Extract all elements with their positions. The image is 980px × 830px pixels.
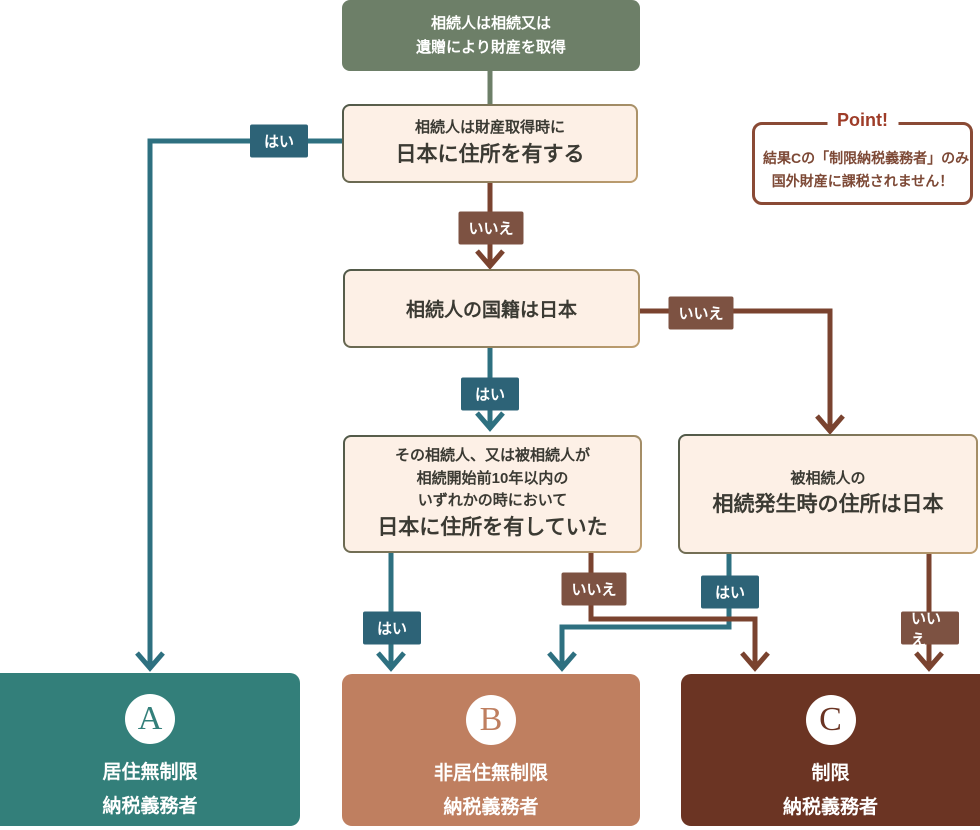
result-a-badge: A	[125, 694, 175, 744]
result-card-c: C 制限 納税義務者	[681, 674, 980, 826]
result-b-label: 非居住無制限 納税義務者	[433, 763, 548, 819]
edge-label-q3-no: いいえ	[561, 572, 627, 606]
edge-label-q1-yes: はい	[250, 124, 308, 158]
flow-node-q2: 相続人の国籍は日本	[343, 269, 640, 348]
q3-line: 相続開始前10年以内の	[416, 469, 569, 487]
result-a-label: 居住無制限 納税義務者	[102, 762, 198, 818]
flow-node-q3: その相続人、又は被相続人が 相続開始前10年以内の いずれかの時において 日本に…	[343, 435, 642, 553]
q4-line: 被相続人の	[790, 469, 866, 487]
edge-q1-yes-to-a-line	[135, 138, 342, 672]
q3-line: いずれかの時において	[417, 492, 568, 510]
edge-label-q2-no: いいえ	[668, 296, 734, 330]
q1-line: 相続人は財産取得時に	[414, 119, 565, 137]
result-card-b: B 非居住無制限 納税義務者	[342, 674, 640, 826]
edge-q4-no-to-c-line	[914, 554, 944, 672]
edge-label-q3-yes: はい	[363, 611, 421, 645]
start-line: 相続人は相続又は	[430, 15, 551, 33]
q3-line: 日本に住所を有していた	[377, 515, 608, 539]
result-b-letter: B	[479, 701, 503, 738]
point-callout: Point! 結果Cの「制限納税義務者」のみ 国外財産に課税されません！	[752, 110, 973, 205]
flow-node-q3-body: その相続人、又は被相続人が 相続開始前10年以内の いずれかの時において 日本に…	[345, 437, 640, 551]
result-card-a: A 居住無制限 納税義務者	[0, 673, 300, 826]
edge-q4-yes-to-b-line	[547, 554, 732, 672]
flow-node-q4-body: 被相続人の 相続発生時の住所は日本	[680, 436, 976, 552]
flow-node-q2-body: 相続人の国籍は日本	[345, 271, 638, 346]
edge-label-q4-no: いいえ	[901, 610, 959, 648]
flow-node-q1-body: 相続人は財産取得時に 日本に住所を有する	[344, 106, 636, 181]
edge-q3-no-to-c-line	[588, 553, 770, 672]
result-c-letter: C	[819, 701, 842, 738]
edge-label-q2-yes: はい	[461, 377, 519, 411]
point-text-line: 結果Cの「制限納税義務者」のみ	[763, 150, 970, 166]
q2-line: 相続人の国籍は日本	[405, 300, 577, 321]
edge-label-q1-no: いいえ	[458, 211, 524, 245]
flow-node-start: 相続人は相続又は 遺贈により財産を取得	[342, 0, 640, 71]
flow-node-q1: 相続人は財産取得時に 日本に住所を有する	[342, 104, 638, 183]
result-a-letter: A	[137, 700, 163, 737]
point-text-line: 国外財産に課税されません！	[771, 173, 954, 190]
q1-line: 日本に住所を有する	[395, 142, 585, 166]
q3-line: その相続人、又は被相続人が	[394, 447, 590, 465]
start-line: 遺贈により財産を取得	[416, 38, 566, 56]
edge-q3-yes-to-b-line	[376, 553, 406, 672]
q4-line: 相続発生時の住所は日本	[712, 493, 944, 517]
point-title: Point!	[827, 110, 898, 131]
flow-node-q4: 被相続人の 相続発生時の住所は日本	[678, 434, 978, 554]
edge-label-q4-yes: はい	[701, 575, 759, 609]
result-c-badge: C	[805, 695, 856, 745]
result-b-badge: B	[466, 695, 516, 745]
result-c-label: 制限 納税義務者	[782, 763, 878, 819]
